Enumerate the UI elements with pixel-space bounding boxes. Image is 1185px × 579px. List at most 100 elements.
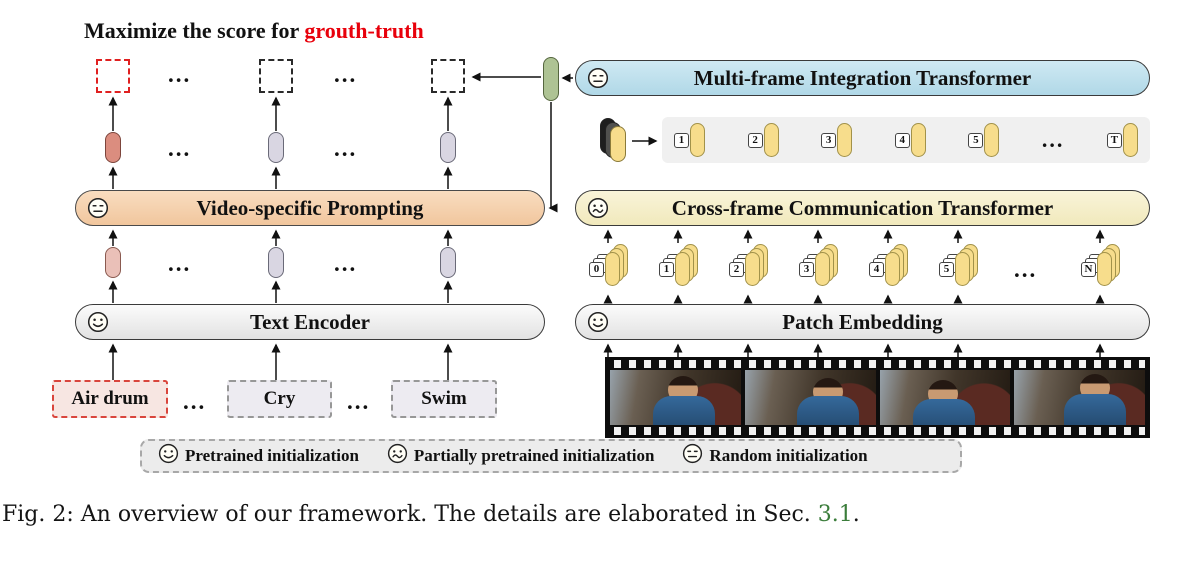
ellipsis: ...	[168, 136, 192, 161]
frame-token-capsule	[690, 123, 705, 157]
video-specific-prompting-block: Video-specific Prompting	[75, 190, 545, 226]
patch-token-capsule	[815, 252, 830, 286]
video-frame	[744, 369, 876, 426]
frame-token-index: 1	[674, 132, 689, 148]
video-representation-token	[543, 57, 559, 101]
stack-layer	[610, 126, 626, 162]
initialization-legend: Pretrained initialization Partially pret…	[140, 439, 962, 473]
legend-label: Pretrained initialization	[185, 446, 359, 465]
text-encoder-block: Text Encoder	[75, 304, 545, 340]
patch-token-capsule	[605, 252, 620, 286]
patch-token-stack: 3	[799, 244, 843, 292]
prompted-text-token	[268, 132, 284, 163]
video-cls-token-stack	[600, 118, 640, 166]
patch-token-capsule	[885, 252, 900, 286]
patch-embedding-block: Patch Embedding	[575, 304, 1150, 340]
ellipsis: ...	[347, 389, 371, 414]
frame-token-capsule	[763, 123, 779, 157]
patch-token-index: 3	[799, 261, 814, 277]
face-neutral-icon	[587, 67, 609, 89]
frame-token: 4	[894, 123, 926, 157]
patch-token-index: N	[1081, 261, 1096, 277]
class-label: Air drum	[71, 388, 149, 409]
title-text: Maximize the score for	[84, 18, 305, 43]
face-partial-icon	[587, 197, 609, 219]
patch-token-capsule	[745, 252, 760, 286]
prompted-text-token	[440, 132, 456, 163]
frame-token: 1	[674, 123, 705, 157]
class-label: Swim	[421, 388, 467, 409]
ellipsis: ...	[1041, 127, 1065, 152]
legend-label: Random initialization	[709, 446, 868, 465]
stack-layer: 2	[729, 252, 760, 286]
video-specific-prompting-label: Video-specific Prompting	[196, 195, 424, 220]
patch-embedding-label: Patch Embedding	[782, 309, 943, 334]
stack-layer: 4	[869, 252, 900, 286]
patch-token-stack: 5	[939, 244, 983, 292]
patch-token-index: 5	[939, 261, 954, 277]
score-slot	[431, 59, 465, 93]
ellipsis: ...	[334, 251, 358, 276]
patch-token-index: 0	[589, 261, 604, 277]
score-slot-groundtruth	[96, 59, 130, 93]
score-slot	[259, 59, 293, 93]
patch-token-stack: 4	[869, 244, 913, 292]
legend-item-random: Random initialization	[682, 443, 868, 469]
face-neutral-icon	[87, 197, 109, 219]
video-frames	[610, 369, 1145, 426]
ellipsis: ...	[168, 251, 192, 276]
face-smile-icon	[158, 443, 179, 469]
patch-token-stack: 1	[659, 244, 703, 292]
frame-token-capsule	[910, 123, 926, 157]
class-box-groundtruth: Air drum	[52, 380, 168, 418]
legend-item-partially-pretrained: Partially pretrained initialization	[387, 443, 655, 469]
multi-frame-integration-transformer-block: Multi-frame Integration Transformer	[575, 60, 1150, 96]
patch-token-capsule	[675, 252, 690, 286]
class-label: Cry	[263, 388, 296, 409]
frame-token-index: 2	[747, 132, 763, 148]
frame-token: 3	[821, 123, 853, 157]
class-box: Cry	[227, 380, 332, 418]
face-smile-icon	[587, 311, 609, 333]
title-groundtruth-highlight: grouth-truth	[304, 18, 424, 43]
patch-token-stack-N: N	[1081, 244, 1125, 292]
text-encoder-label: Text Encoder	[250, 309, 370, 334]
frame-token-T: T	[1106, 123, 1138, 157]
frame-token-capsule	[837, 123, 853, 157]
caption-period: .	[852, 502, 860, 527]
stack-layer: 1	[659, 252, 690, 286]
class-box: Swim	[391, 380, 497, 418]
patch-token-index: 2	[729, 261, 744, 277]
frame-token: 5	[968, 123, 1000, 157]
ellipsis: ...	[334, 62, 358, 87]
text-token	[268, 247, 284, 278]
film-sprocket-row	[610, 360, 1145, 368]
figure-title: Maximize the score for grouth-truth	[84, 18, 424, 44]
legend-label: Partially pretrained initialization	[413, 446, 655, 465]
frame-token-index: 4	[894, 132, 910, 148]
text-token-groundtruth	[105, 247, 121, 278]
multi-frame-integration-transformer-label: Multi-frame Integration Transformer	[693, 65, 1032, 90]
legend-item-pretrained: Pretrained initialization	[158, 443, 359, 469]
frame-token-index: T	[1106, 132, 1122, 148]
patch-token-capsule	[1097, 252, 1112, 286]
face-neutral-icon	[682, 443, 703, 469]
patch-token-index: 4	[869, 261, 884, 277]
face-smile-icon	[87, 311, 109, 333]
ellipsis: ...	[168, 62, 192, 87]
ellipsis: ...	[1014, 257, 1038, 282]
video-frame	[879, 369, 1011, 426]
ellipsis: ...	[334, 136, 358, 161]
frame-token: 2	[747, 123, 779, 157]
frame-token-index: 3	[821, 132, 837, 148]
stack-layer: 5	[939, 252, 970, 286]
patch-token-stack: 2	[729, 244, 773, 292]
frame-token-capsule	[984, 123, 1000, 157]
film-sprocket-row	[610, 427, 1145, 435]
stack-layer: 3	[799, 252, 830, 286]
video-film-strip	[605, 357, 1150, 438]
text-token	[440, 247, 456, 278]
section-link[interactable]: 3.1	[817, 502, 853, 527]
frame-token-index: 5	[968, 132, 984, 148]
